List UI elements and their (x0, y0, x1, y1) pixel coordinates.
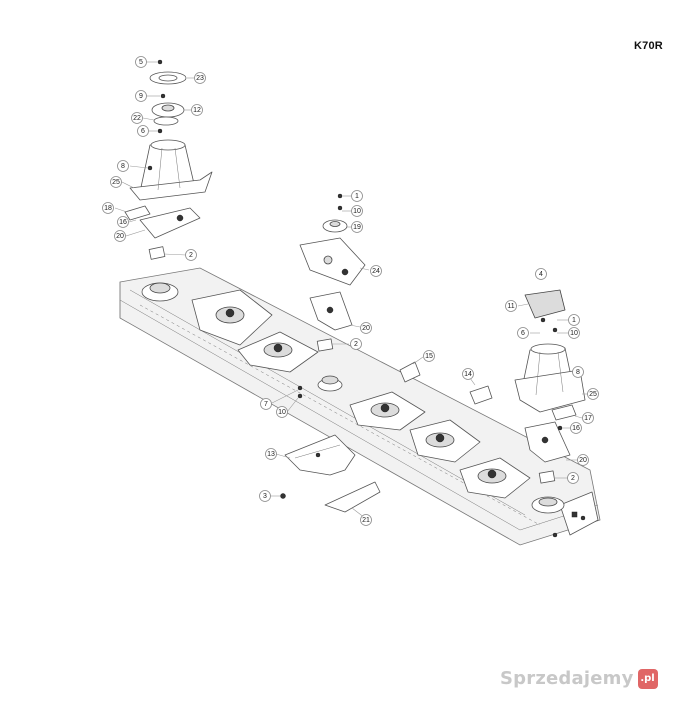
callout-15: 15 (423, 350, 435, 362)
callout-14: 14 (462, 368, 474, 380)
callout-10: 10 (568, 327, 580, 339)
callout-23: 23 (194, 72, 206, 84)
callout-number: 4 (539, 271, 543, 278)
callout-number: 11 (507, 303, 514, 310)
callout-number: 20 (116, 233, 124, 240)
callout-2: 2 (350, 338, 362, 350)
callout-11: 11 (505, 300, 517, 312)
disc-1 (141, 282, 179, 302)
callout-number: 25 (589, 391, 597, 398)
callout-number: 18 (104, 205, 112, 212)
callout-7: 7 (260, 398, 272, 410)
callout-18: 18 (102, 202, 114, 214)
watermark-brand: Sprzedajemy (500, 668, 634, 689)
callout-20: 20 (360, 322, 372, 334)
callout-1: 1 (351, 190, 363, 202)
callout-number: 7 (264, 401, 268, 408)
callout-number: 22 (133, 115, 141, 122)
callout-number: 2 (354, 341, 358, 348)
disc-2 (191, 289, 273, 346)
skid-21 (324, 481, 381, 513)
callout-5: 5 (135, 56, 147, 68)
callout-number: 10 (570, 330, 578, 337)
callout-number: 2 (571, 475, 575, 482)
left-drive-stack (124, 59, 213, 260)
disc-6 (459, 457, 531, 499)
disc-3 (237, 331, 319, 373)
watermark-badge: .pl (637, 668, 658, 689)
bracket-14 (469, 385, 493, 405)
callout-number: 16 (572, 425, 580, 432)
callout-2: 2 (185, 249, 197, 261)
callout-12: 12 (191, 104, 203, 116)
callout-number: 14 (464, 371, 472, 378)
callout-number: 20 (579, 457, 587, 464)
callout-number: 2 (189, 252, 193, 259)
callout-9: 9 (135, 90, 147, 102)
callout-10: 10 (276, 406, 288, 418)
callout-labels: 5239122268251816202110192420271015141332… (102, 56, 599, 526)
callout-25: 25 (587, 388, 599, 400)
callout-8: 8 (117, 160, 129, 172)
callout-number: 6 (521, 330, 525, 337)
disc-5 (409, 419, 481, 463)
callout-24: 24 (370, 265, 382, 277)
disc-4 (349, 391, 426, 431)
right-drive-stack (514, 272, 586, 484)
callout-16: 16 (570, 422, 582, 434)
disc-7 (531, 496, 565, 514)
callout-number: 13 (267, 451, 275, 458)
callout-21: 21 (360, 514, 372, 526)
leader-lines (114, 61, 588, 519)
callout-number: 23 (196, 75, 204, 82)
callout-17: 17 (582, 412, 594, 424)
callout-13: 13 (265, 448, 277, 460)
bolt-7 (297, 385, 303, 399)
callout-number: 19 (353, 224, 361, 231)
model-code: K70R (634, 40, 663, 52)
watermark: Sprzedajemy .pl (500, 668, 658, 689)
callout-number: 1 (355, 193, 359, 200)
callout-number: 25 (112, 179, 120, 186)
callout-3: 3 (259, 490, 271, 502)
hub-center (317, 375, 343, 392)
callout-number: 21 (362, 517, 370, 524)
callout-2: 2 (567, 472, 579, 484)
callout-1: 1 (568, 314, 580, 326)
callout-20: 20 (577, 454, 589, 466)
callout-8: 8 (572, 366, 584, 378)
callout-number: 10 (353, 208, 361, 215)
callout-number: 1 (572, 317, 576, 324)
callout-22: 22 (131, 112, 143, 124)
callout-4: 4 (535, 268, 547, 280)
callout-number: 8 (121, 163, 125, 170)
callout-number: 3 (263, 493, 267, 500)
callout-number: 6 (141, 128, 145, 135)
callout-number: 20 (362, 325, 370, 332)
bracket-15 (399, 361, 421, 383)
middle-drive-stack (299, 193, 366, 352)
callout-number: 5 (139, 59, 143, 66)
callout-25: 25 (110, 176, 122, 188)
callout-6: 6 (517, 327, 529, 339)
callout-number: 16 (119, 219, 127, 226)
callout-10: 10 (351, 205, 363, 217)
callout-16: 16 (117, 216, 129, 228)
callout-number: 17 (584, 415, 592, 422)
bolt-3 (280, 493, 286, 499)
callout-19: 19 (351, 221, 363, 233)
callout-6: 6 (137, 125, 149, 137)
callout-number: 15 (425, 353, 433, 360)
callout-20: 20 (114, 230, 126, 242)
callout-number: 10 (278, 409, 286, 416)
callout-number: 8 (576, 369, 580, 376)
callout-number: 24 (372, 268, 380, 275)
guard-13 (284, 434, 356, 476)
callout-number: 12 (193, 107, 201, 114)
callout-number: 9 (139, 93, 143, 100)
